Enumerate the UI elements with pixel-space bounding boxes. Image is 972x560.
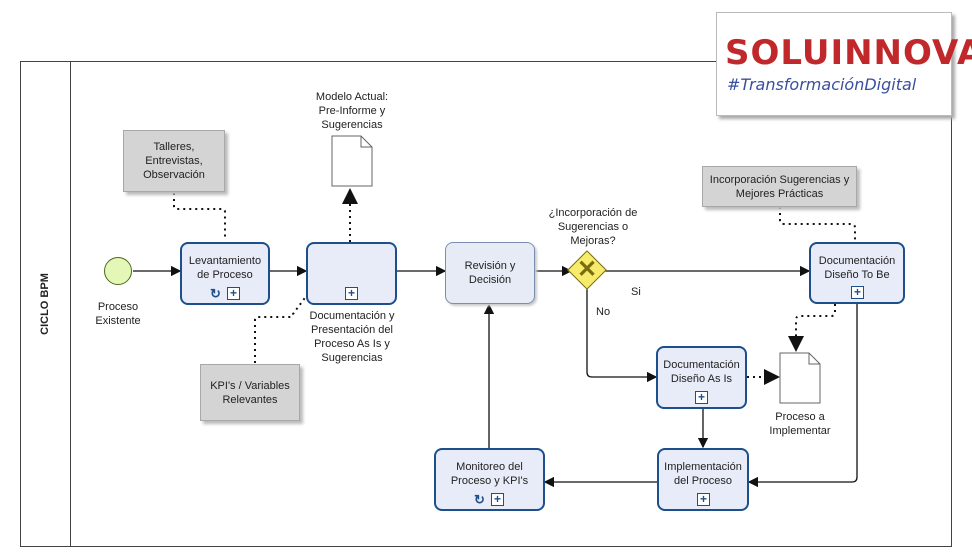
gateway-yes-label: Si (631, 286, 641, 298)
doc-modelo-line: Sugerencias (321, 119, 383, 131)
start-event-label: Proceso Existente (88, 300, 148, 328)
note-kpis-line: KPI's / Variables (210, 379, 290, 392)
subprocess-plus-icon: + (227, 287, 240, 300)
logo-tagline: #TransformaciónDigital (727, 75, 917, 94)
note-kpis: KPI's / Variables Relevantes (200, 364, 300, 421)
start-event[interactable] (104, 257, 132, 285)
lane-label: CICLO BPM (39, 273, 52, 335)
task-as-is-line1: Documentación (663, 359, 740, 371)
doc-presentation-line: Documentación y (309, 310, 395, 322)
doc-modelo-line: Pre-Informe y (318, 105, 386, 117)
task-monitoreo-line2: Proceso y KPI's (450, 475, 529, 487)
subprocess-plus-icon: + (851, 286, 864, 299)
document-modelo-actual-label: Modelo Actual: Pre-Informe y Sugerencias (302, 90, 402, 132)
note-incorporacion-line: Mejores Prácticas (735, 187, 824, 200)
task-to-be-line2: Diseño To Be (824, 269, 890, 281)
task-implementacion-line2: del Proceso (673, 475, 733, 487)
gateway-question-line: Sugerencias o (557, 221, 629, 233)
task-levantamiento[interactable]: Levantamiento de Proceso ↻ + (180, 242, 270, 305)
document-icon (331, 135, 373, 187)
task-documentacion-as-is[interactable]: Documentación Diseño As Is + (656, 346, 747, 409)
gateway-question: ¿Incorporación de Sugerencias o Mejoras? (540, 206, 646, 248)
flow-to-be-to-implementacion (747, 304, 858, 488)
note-incorporacion: Incorporación Sugerencias y Mejores Prác… (702, 166, 857, 207)
task-to-be-line1: Documentación (818, 255, 896, 267)
assoc-incorporacion (779, 207, 856, 241)
task-revision[interactable]: Revisión y Decisión (445, 242, 535, 304)
loop-icon: ↻ (210, 286, 221, 301)
document-icon (779, 352, 821, 404)
doc-proceso-line: Proceso a (775, 411, 825, 423)
note-talleres-line: Talleres, (153, 141, 195, 153)
gateway-no-label: No (596, 306, 611, 318)
doc-presentation-line: Proceso As Is y (314, 338, 390, 350)
task-revision-line2: Decisión (468, 274, 512, 286)
task-revision-line1: Revisión y (464, 260, 516, 272)
note-kpis-line: Relevantes (222, 393, 278, 406)
doc-proceso-line: Implementar (769, 425, 831, 437)
flow-gateway-no-to-as-is (586, 287, 658, 383)
subprocess-plus-icon: + (491, 493, 504, 506)
task-levantamiento-line1: Levantamiento (188, 255, 262, 267)
note-talleres-line: Entrevistas, (145, 155, 203, 167)
doc-modelo-line: Modelo Actual: (315, 91, 389, 103)
doc-presentation-line: Sugerencias (321, 352, 383, 364)
task-documentacion-presentacion-label: Documentación y Presentación del Proceso… (296, 309, 408, 365)
document-proceso-implementar-label: Proceso a Implementar (755, 410, 845, 438)
task-implementacion[interactable]: Implementación del Proceso + (657, 448, 749, 511)
start-event-label-line: Existente (95, 315, 141, 327)
note-talleres: Talleres, Entrevistas, Observación (123, 130, 225, 192)
note-incorporacion-line: Incorporación Sugerencias y (709, 173, 850, 186)
task-documentacion-presentacion[interactable]: + (306, 242, 397, 305)
task-documentacion-to-be[interactable]: Documentación Diseño To Be + (809, 242, 905, 304)
lane-header: CICLO BPM (20, 61, 70, 547)
lane-divider (70, 61, 71, 547)
subprocess-plus-icon: + (695, 391, 708, 404)
subprocess-plus-icon: + (345, 287, 358, 300)
company-logo: SOLUINNOVA #TransformaciónDigital (716, 12, 972, 116)
pool (20, 61, 952, 547)
task-monitoreo[interactable]: Monitoreo del Proceso y KPI's ↻ + (434, 448, 545, 511)
task-as-is-line2: Diseño As Is (670, 373, 733, 385)
note-talleres-line: Observación (143, 169, 205, 181)
loop-icon: ↻ (474, 492, 485, 507)
gateway-x-icon: ✕ (576, 256, 598, 283)
gateway-question-line: Mejoras? (570, 235, 616, 247)
gateway-question-line: ¿Incorporación de (548, 207, 638, 219)
task-monitoreo-line1: Monitoreo del (456, 461, 523, 473)
logo-brand: SOLUINNOVA (725, 33, 972, 73)
assoc-talleres (173, 193, 226, 240)
task-implementacion-line1: Implementación (664, 461, 742, 473)
start-event-label-line: Proceso (97, 301, 139, 313)
doc-presentation-line: Presentación del (311, 324, 393, 336)
task-levantamiento-line2: de Proceso (197, 269, 253, 281)
subprocess-plus-icon: + (697, 493, 710, 506)
